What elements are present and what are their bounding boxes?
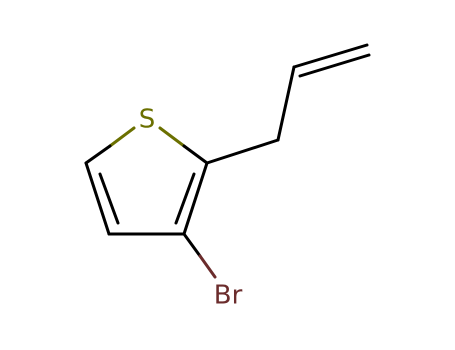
bond-c3-br-c-half xyxy=(182,232,202,258)
bond-s-c5-c-half xyxy=(84,144,112,165)
bromine-substituent xyxy=(182,232,217,279)
bond-s-c2-s-half xyxy=(158,126,186,148)
bond-ch2-ch xyxy=(276,65,296,142)
thiophene-ring xyxy=(84,126,209,236)
bond-c3-br-br-half xyxy=(198,254,217,279)
bond-c3-c2-outer xyxy=(182,161,209,236)
bond-ch-ch2-inner xyxy=(298,53,371,78)
bond-c2-ch2 xyxy=(205,138,280,165)
bond-ch-ch2-outer xyxy=(292,43,369,69)
bond-s-c5-s-half xyxy=(108,126,136,148)
bond-c5-c4-outer xyxy=(84,161,111,236)
bromine-atom-label: Br xyxy=(214,281,243,311)
allyl-chain xyxy=(205,43,371,165)
sulfur-atom-label: S xyxy=(139,105,156,135)
bond-c5-c4-inner xyxy=(98,172,120,225)
bond-c3-c2-inner xyxy=(174,172,196,225)
bond-s-c2-c-half xyxy=(182,144,209,165)
